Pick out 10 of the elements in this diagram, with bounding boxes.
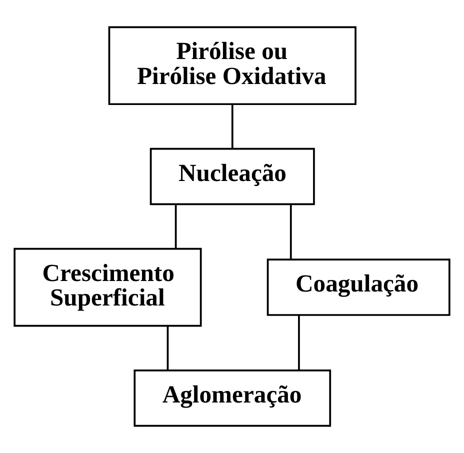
- node-box: Nucleação: [150, 148, 315, 206]
- node-box: Pirólise ou Pirólise Oxidativa: [108, 26, 356, 106]
- connector: [174, 204, 177, 248]
- node-box: Aglomeração: [134, 370, 332, 427]
- connector: [231, 104, 234, 148]
- connector: [290, 204, 292, 259]
- connector: [166, 326, 169, 370]
- node-box: Coagulação: [266, 258, 450, 316]
- connector: [298, 315, 300, 370]
- node-box: Crescimento Superficial: [14, 248, 202, 327]
